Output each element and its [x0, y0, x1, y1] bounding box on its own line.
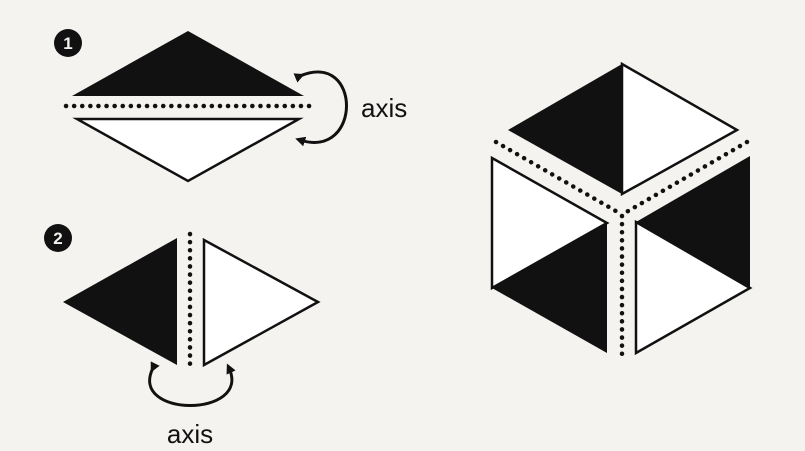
top-rhombus-black-half — [508, 64, 622, 194]
step-badge-2: 2 — [44, 224, 72, 252]
hexagon-axis-right-dotted — [620, 139, 750, 217]
hexagon-assembly — [490, 61, 753, 358]
step-badge-2-number: 2 — [53, 229, 62, 248]
white-triangle-bottom — [72, 117, 304, 183]
flip-arrow-1 — [293, 70, 348, 147]
right-rhombus-black-half — [636, 156, 750, 288]
axis-label-1: axis — [361, 93, 407, 123]
axis-label-2: axis — [167, 419, 213, 449]
left-rhombus-black-half — [492, 223, 607, 353]
panel-2: 2 axis — [44, 224, 321, 449]
black-triangle-top — [72, 31, 304, 96]
right-rhombus-white-half — [634, 219, 753, 356]
panel-1: 1 axis — [54, 29, 407, 183]
step-badge-1-number: 1 — [63, 34, 72, 53]
white-triangle-right — [202, 237, 321, 368]
step-badge-1: 1 — [54, 29, 82, 57]
flip-arrow-2 — [148, 361, 236, 407]
black-triangle-left — [63, 238, 177, 365]
hexagon-axis-left-dotted — [493, 139, 624, 217]
top-rhombus-white-half — [620, 61, 740, 197]
